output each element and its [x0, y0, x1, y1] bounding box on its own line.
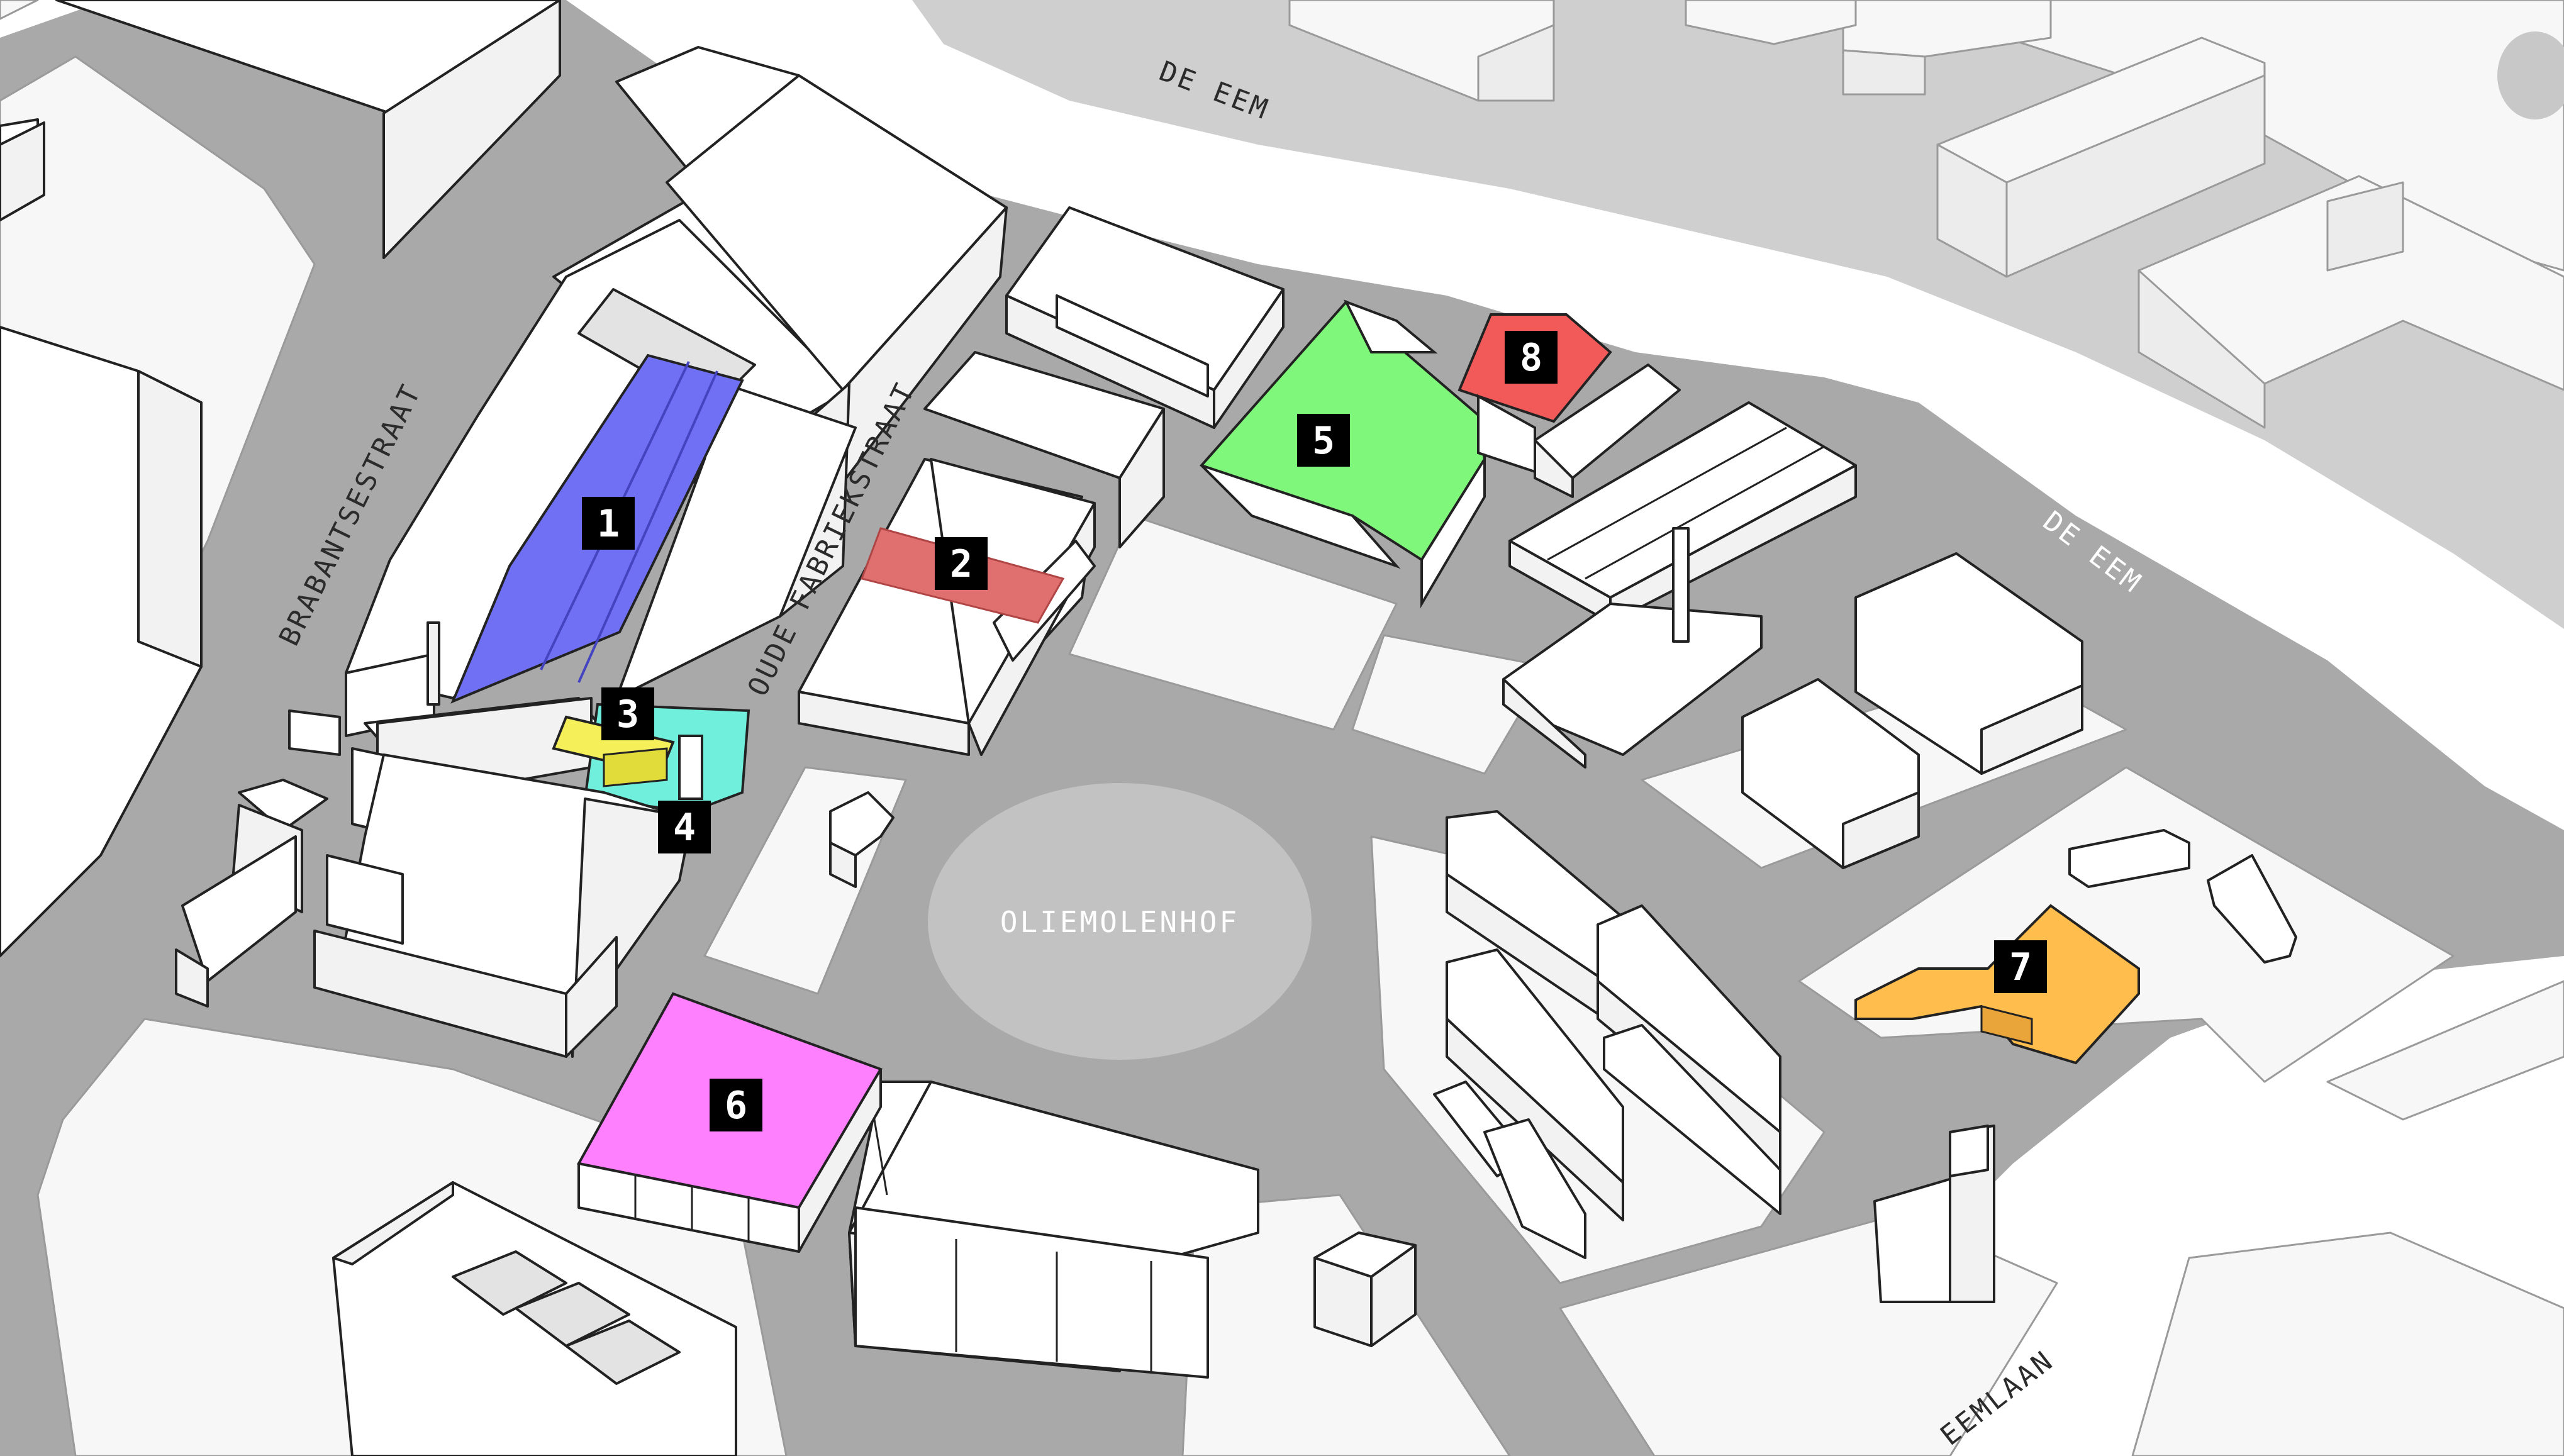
- marker-number: 2: [950, 542, 973, 586]
- building-7-side: [1980, 1005, 2033, 1045]
- far-building: [2005, 74, 2266, 278]
- marker-8[interactable]: 8: [1505, 331, 1558, 384]
- plot-north-square: [1068, 514, 1398, 731]
- marker-number: 7: [2009, 945, 2032, 989]
- far-building-round: [2497, 31, 2564, 119]
- building-pills-east: [2068, 829, 2297, 964]
- plot-north-square-2: [1351, 634, 1549, 775]
- marker-number: 8: [1520, 336, 1542, 380]
- chimney: [426, 621, 440, 706]
- marker-number: 5: [1312, 419, 1335, 463]
- building-sheds-east: [1502, 364, 1857, 769]
- far-buildings: [1288, 0, 2564, 429]
- far-building: [1842, 0, 2052, 58]
- plot-northwest: [0, 0, 39, 20]
- building-southwest: [332, 1181, 737, 1456]
- building-north-block: [1005, 206, 1285, 429]
- far-building: [2138, 269, 2266, 429]
- marker-2[interactable]: 2: [935, 537, 988, 590]
- building-lower-hall: [313, 753, 693, 1058]
- building-3-side: [603, 747, 668, 787]
- marker-5[interactable]: 5: [1297, 414, 1350, 467]
- marker-box: [1994, 940, 2047, 993]
- far-building: [2326, 181, 2404, 272]
- marker-number: 3: [616, 692, 639, 736]
- building-cubes-east: [1741, 552, 2083, 869]
- marker-box: [935, 537, 988, 590]
- plot-right-edge: [2326, 980, 2564, 1121]
- building-tower-southeast: [1873, 1125, 1995, 1303]
- far-building: [1842, 49, 1926, 96]
- building-hall-complex: [345, 46, 1008, 699]
- building-1-ridge: [577, 370, 718, 683]
- chimney: [1672, 527, 1690, 643]
- marker-7[interactable]: 7: [1994, 940, 2047, 993]
- building-5-base: [1200, 464, 1401, 569]
- building-6-base: [577, 1068, 882, 1253]
- building-rows-southeast: [1433, 810, 1781, 1259]
- building-northwest: [0, 0, 561, 259]
- marker-box: [582, 497, 635, 550]
- oliemolenhof-square: [928, 783, 1312, 1060]
- marker-number: 4: [673, 806, 696, 850]
- building-small-south: [829, 791, 1417, 1347]
- marker-number: 6: [725, 1084, 747, 1128]
- square-label-oliemolenhof: OLIEMOLENHOF: [1000, 905, 1239, 939]
- building-west-long: [0, 326, 203, 957]
- building-6-hall: [848, 1081, 1259, 1379]
- marker-4[interactable]: 4: [658, 801, 711, 853]
- marker-box: [1505, 331, 1558, 384]
- building-5-roof: [1343, 299, 1438, 353]
- marker-number: 1: [597, 502, 620, 546]
- far-building: [1685, 0, 1857, 45]
- chimney-tower: [678, 735, 703, 800]
- marker-1[interactable]: 1: [582, 497, 635, 550]
- marker-3[interactable]: 3: [601, 687, 654, 740]
- plot-far-southeast: [2131, 1231, 2564, 1456]
- marker-6[interactable]: 6: [710, 1079, 762, 1131]
- marker-box: [1297, 414, 1350, 467]
- marker-box: [658, 801, 711, 853]
- marker-box: [710, 1079, 762, 1131]
- building-5-side: [1420, 455, 1486, 609]
- marker-box: [601, 687, 654, 740]
- far-building: [1477, 24, 1555, 102]
